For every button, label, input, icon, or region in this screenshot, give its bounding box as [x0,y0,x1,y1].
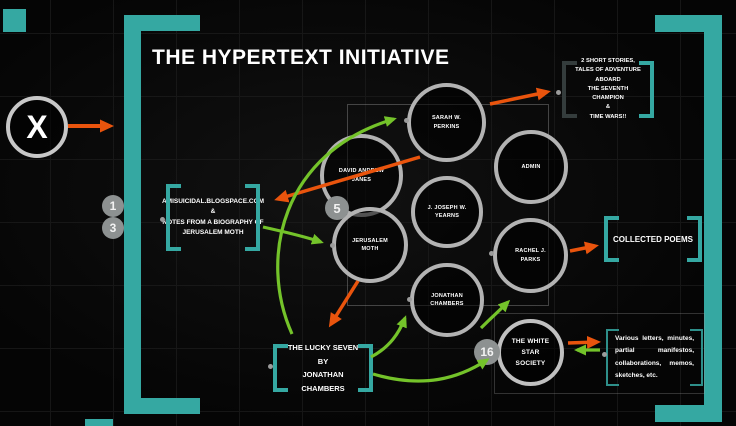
arrow-sarah-to-stories [489,87,551,106]
connector-dot [602,352,607,357]
frame-right-bracket-top-arm [655,15,704,32]
start-node-label: X [26,108,48,145]
start-node[interactable]: X [6,96,68,158]
connector-dot [160,217,165,222]
connector-dot [489,251,494,256]
stories-note-line: TALES OF ADVENTURE ABOARD [575,67,641,83]
blog-note-line: & [210,208,216,216]
lucky-seven-note[interactable]: THE LUCKY SEVEN BY JONATHAN CHAMBERS [273,343,373,393]
path-badge-3[interactable]: 3 [102,217,124,239]
blog-note-line: JERUSALEM MOTH [182,228,244,236]
white-star-society-node[interactable]: THE WHITE STAR SOCIETY [497,319,564,386]
member-circle-jerusalem-moth[interactable]: JERUSALEM MOTH [332,207,408,283]
member-name: ADMIN [521,163,541,170]
letters-note[interactable]: Various letters, minutes, partial manife… [606,329,703,386]
society-line: SOCIETY [515,360,546,368]
member-name: RACHEL J. PARKS [515,248,546,263]
stories-note-line: TIME WARS!! [589,113,627,120]
connector-dot [407,297,412,302]
bracket-left [166,184,181,251]
bracket-left [606,329,619,386]
connector-dot [268,364,273,369]
member-name: JONATHAN CHAMBERS [430,292,464,307]
stories-note-line: 2 SHORT STORIES, [581,58,635,65]
stories-note-line: & [605,104,611,111]
member-circle-joseph[interactable]: J. JOSEPH W. YEARNS [411,176,483,248]
member-name: J. JOSEPH W. YEARNS [427,204,467,219]
corner-bracket-fragment-top-left [3,9,26,32]
member-circle-rachel[interactable]: RACHEL J. PARKS [493,218,568,293]
member-name: JERUSALEM MOTH [352,237,388,252]
blog-note-line: NOTES FROM A BIOGRAPHY OF [162,218,264,226]
member-circle-jonathan[interactable]: JONATHAN CHAMBERS [410,263,484,337]
stories-note-line: THE SEVENTH CHAMPION [587,85,629,102]
bracket-left [273,344,288,392]
bracket-left [604,216,619,262]
path-badge-16[interactable]: 16 [474,339,500,365]
frame-right-bracket-bottom-arm [655,405,704,422]
path-badge-1[interactable]: 1 [102,195,124,217]
member-name: SARAH W. PERKINS [431,115,462,130]
frame-left-bracket-top-arm [141,15,200,31]
society-line: THE WHITE STAR [511,337,550,356]
connector-dot [330,243,335,248]
arrow-rachel-to-poems [569,241,599,255]
bracket-right [245,184,260,251]
stories-note[interactable]: 2 SHORT STORIES, TALES OF ADVENTURE ABOA… [562,58,654,120]
letters-note-text: Various letters, minutes, partial manife… [615,334,694,379]
corner-bracket-fragment-bottom-left [85,419,113,426]
frame-left-bracket-bottom-arm [141,398,200,414]
member-name: DAVID ANDREW JANES [338,168,385,183]
blog-note[interactable]: AMISUICIDAL.BLOGSPACE.COM & NOTES FROM A… [162,184,264,251]
page-title: THE HYPERTEXT INITIATIVE [152,46,450,69]
bracket-left [562,61,577,118]
frame-right-bracket [704,15,722,422]
path-badge-5[interactable]: 5 [325,196,349,220]
blog-note-line: AMISUICIDAL.BLOGSPACE.COM [161,198,265,206]
collected-poems-label: COLLECTED POEMS [612,234,693,244]
lucky-seven-line: JONATHAN CHAMBERS [301,370,345,393]
lucky-seven-line: THE LUCKY SEVEN BY [287,343,359,366]
connector-dot [404,118,409,123]
frame-left-bracket [124,15,141,414]
bracket-right [690,329,703,386]
bracket-right [358,344,373,392]
arrow-lucky-to-jonathan [370,315,407,359]
member-circle-admin[interactable]: ADMIN [494,130,568,204]
bracket-right [687,216,702,262]
collected-poems-note[interactable]: COLLECTED POEMS [604,216,702,262]
connector-dot [556,90,561,95]
bracket-right [639,61,654,118]
arrow-lucky-to-society [372,358,490,383]
member-circle-sarah[interactable]: SARAH W. PERKINS [407,83,486,162]
